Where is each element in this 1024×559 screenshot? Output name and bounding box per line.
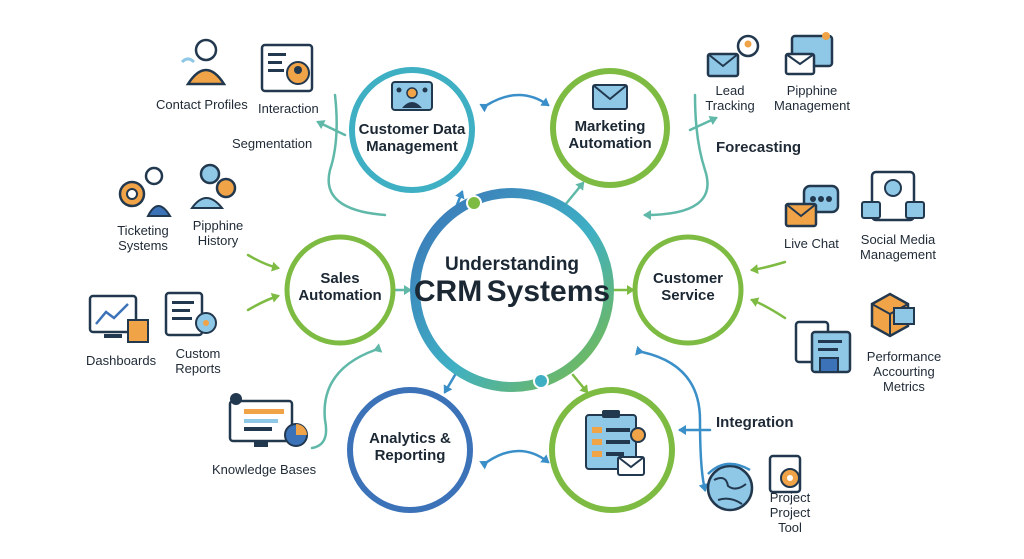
video-call-icon: [861, 170, 925, 222]
profile-card-icon: [260, 43, 314, 93]
label-performance-metrics: Performance Accourting Metrics: [866, 349, 942, 394]
customer-data-label: Customer Data Management: [358, 121, 466, 155]
node-analytics-reporting: [347, 387, 473, 513]
user-icon: [180, 38, 227, 86]
label-knowledge-bases: Knowledge Bases: [212, 462, 317, 477]
node-reports-tools: [549, 387, 675, 513]
label-project-tool: Project Project Tool: [769, 490, 811, 535]
node-sales-automation: [284, 234, 396, 346]
chat-bubble-icon: [784, 184, 840, 228]
label-pipphine-management: Pipphine Management: [774, 83, 850, 113]
label-integration: Integration: [716, 414, 794, 431]
label-ticketing-systems: Ticketing Systems: [117, 223, 169, 253]
box-icon: [870, 292, 915, 338]
documents-icon: [794, 320, 852, 374]
label-contact-profiles: Contact Profiles: [156, 97, 248, 112]
team-icon: [190, 163, 237, 209]
support-agent-icon: [118, 166, 172, 217]
tool-icon: [768, 454, 802, 494]
marketing-label: Marketing Automation: [568, 118, 652, 152]
label-social-media-management: Social Media Management: [860, 232, 936, 262]
center-line-3: Systems: [486, 275, 611, 308]
node-marketing-automation: [550, 68, 670, 188]
mailbox-icon: [784, 32, 834, 76]
label-forecasting: Forecasting: [716, 139, 802, 156]
connector-arrows: [246, 93, 787, 492]
label-custom-reports: Custom Reports: [175, 346, 221, 376]
label-segmentation: Segmentation: [232, 136, 313, 151]
node-customer-service: [632, 234, 744, 346]
label-pipphine-history: Pipphine History: [192, 218, 244, 248]
center-line-1: Understanding: [444, 254, 580, 275]
center-line-2: CRM: [413, 275, 483, 308]
center-node: [410, 188, 614, 392]
label-interaction: Interaction: [258, 101, 319, 116]
node-customer-data-management: [349, 67, 475, 193]
monitor-chart-icon: [228, 393, 308, 447]
customer-service-label: Customer Service: [652, 270, 723, 304]
label-lead-tracking: Lead Tracking: [705, 83, 755, 113]
label-live-chat: Live Chat: [784, 236, 839, 251]
presentation-icon: [391, 81, 433, 111]
envelope-user-icon: [706, 34, 760, 78]
analytics-label: Analytics & Reporting: [369, 430, 451, 464]
dashboard-icon: [88, 294, 149, 343]
sales-label: Sales Automation: [298, 270, 382, 304]
label-dashboards: Dashboards: [86, 353, 157, 368]
center-title: Understanding CRM Systems: [412, 254, 612, 308]
envelope-icon: [592, 84, 628, 110]
clipboard-tasks-icon: [585, 410, 646, 476]
globe-icon: [706, 462, 754, 512]
report-icon: [164, 291, 217, 337]
